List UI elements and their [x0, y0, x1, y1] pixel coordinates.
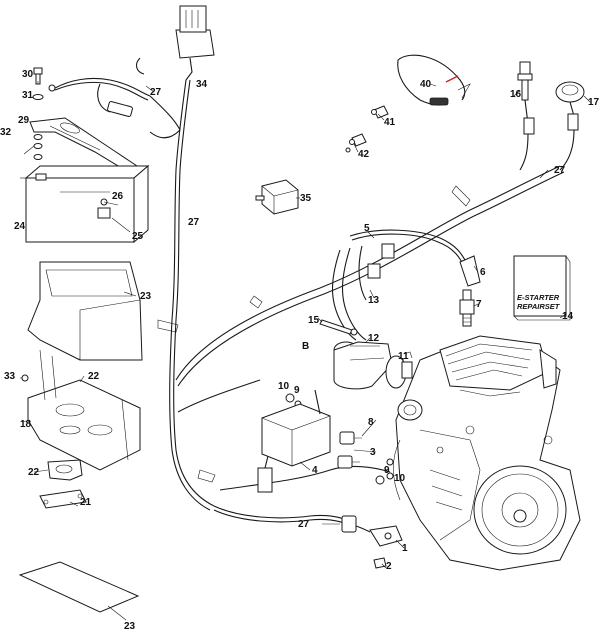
starter-motor-11 [333, 341, 413, 390]
battery-box-23 [27, 261, 143, 361]
callout-1: 1 [402, 543, 408, 554]
ignition-coil-4 [257, 389, 331, 493]
callout-3: 3 [370, 447, 376, 458]
callout-24: 24 [14, 221, 26, 232]
callout-31: 31 [22, 90, 34, 101]
mat-23 [18, 561, 140, 613]
callout-6: 6 [480, 267, 486, 278]
bracket-18 [21, 349, 141, 471]
callout-10-upper: 10 [278, 381, 290, 392]
cdi-box-34 [175, 5, 215, 81]
callout-14: 14 [562, 311, 574, 322]
callout-10-lower: 10 [394, 473, 406, 484]
callout-33: 33 [4, 371, 16, 382]
repair-set-sheet-14 [513, 255, 571, 321]
callout-b: B [302, 341, 310, 352]
rubber-mounts-3 [337, 431, 362, 469]
callout-27-upper: 27 [150, 87, 162, 98]
callout-11: 11 [398, 351, 409, 362]
switch-cover-17 [555, 81, 585, 117]
callout-29: 29 [18, 115, 30, 126]
battery-24 [24, 164, 150, 244]
spark-plug-7 [459, 289, 475, 327]
callout-2: 2 [386, 561, 392, 572]
battery-cable [48, 77, 181, 131]
callout-40: 40 [420, 79, 432, 90]
start-button-16 [517, 61, 533, 125]
callout-9-lower: 9 [384, 465, 390, 476]
engine-block [392, 335, 581, 571]
repair-note-line1: E-STARTER [517, 293, 560, 302]
regulator-35 [255, 179, 299, 215]
callout-4: 4 [312, 465, 318, 476]
callout-22-lower: 22 [28, 467, 40, 478]
callout-27-vertical: 27 [188, 217, 200, 228]
callout-23-box: 23 [140, 291, 152, 302]
callout-5: 5 [364, 223, 370, 234]
strap-22-21 [39, 459, 87, 509]
callout-27-right: 27 [554, 165, 566, 176]
callout-32: 32 [0, 127, 12, 138]
callout-18: 18 [20, 419, 32, 430]
switch-wires [519, 113, 579, 171]
callout-16: 16 [510, 89, 522, 100]
callout-8: 8 [368, 417, 374, 428]
callout-15: 15 [308, 315, 320, 326]
callout-22-upper: 22 [88, 371, 100, 382]
callout-42: 42 [358, 149, 370, 160]
spark-plug-lead-6 [349, 229, 481, 287]
callout-21: 21 [80, 497, 92, 508]
callout-34: 34 [196, 79, 208, 90]
nuts-32 [33, 134, 43, 160]
bolt-15 [319, 319, 358, 336]
harness-5-13 [332, 243, 395, 341]
callout-9-upper: 9 [294, 385, 300, 396]
callout-26: 26 [112, 191, 124, 202]
callout-25: 25 [132, 231, 144, 242]
callout-12: 12 [368, 333, 380, 344]
callout-41: 41 [384, 117, 396, 128]
callout-30: 30 [22, 69, 34, 80]
callout-7: 7 [476, 299, 482, 310]
main-harness-27 [135, 57, 216, 511]
leader-lines [20, 81, 591, 621]
kill-switch-lanyard-40 [397, 54, 471, 106]
callout-17: 17 [588, 97, 600, 108]
pickup-sensor-1 [341, 515, 403, 569]
repair-note-line2: REPAIRSET [517, 302, 560, 311]
callout-35: 35 [300, 193, 312, 204]
callout-13: 13 [368, 295, 380, 306]
callout-27-lower: 27 [298, 519, 310, 530]
callout-23-mat: 23 [124, 621, 136, 632]
clip-29 [29, 117, 142, 173]
clips-41-42 [345, 105, 389, 153]
